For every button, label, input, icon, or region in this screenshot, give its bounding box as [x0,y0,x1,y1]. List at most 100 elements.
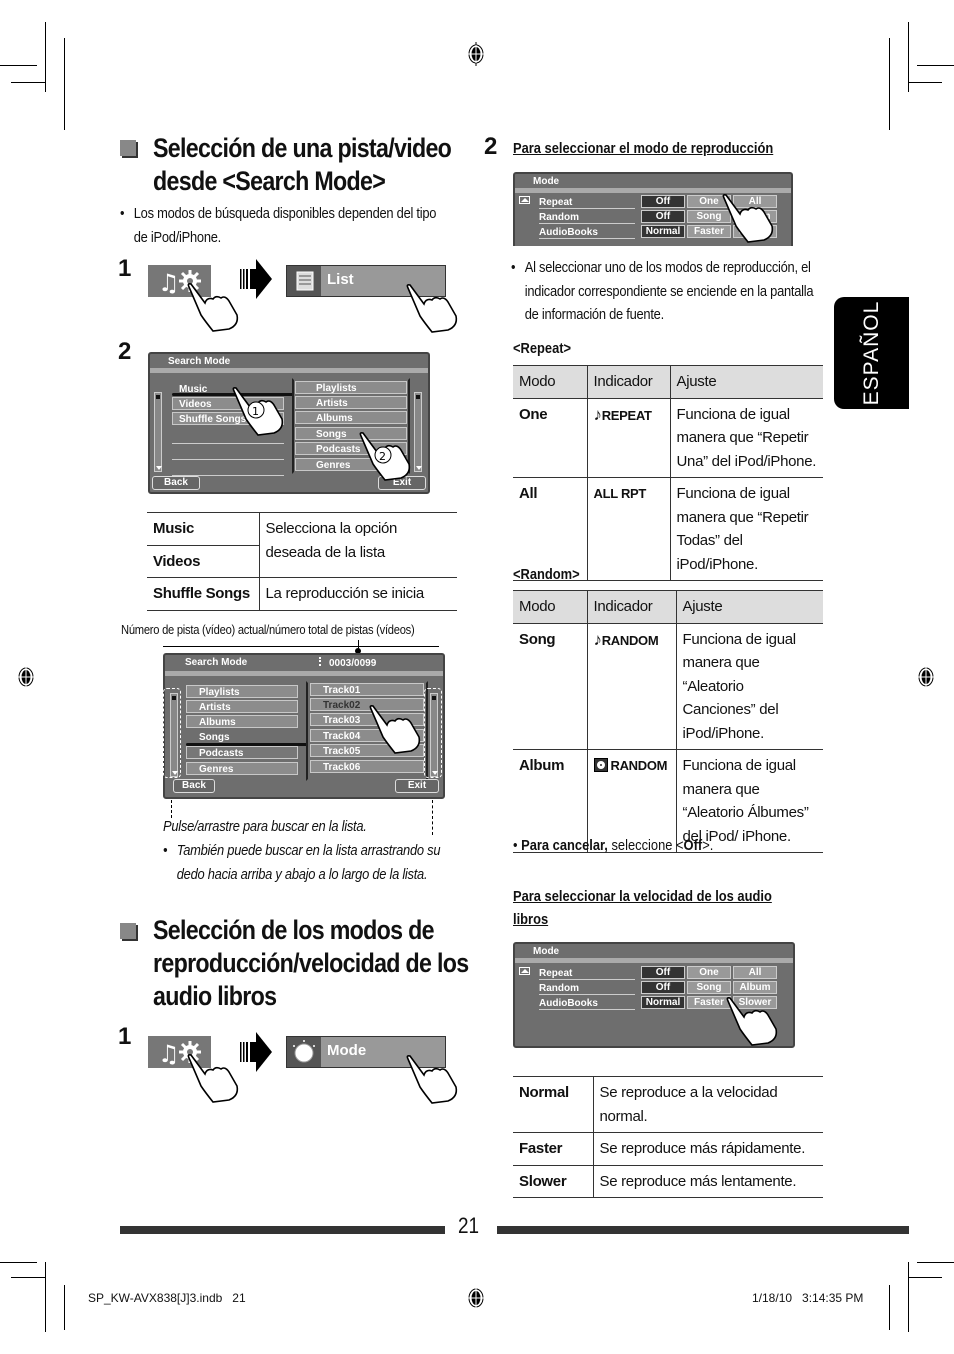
bracket [306,681,428,781]
random-song-option[interactable]: Song [687,210,731,223]
list-item-track06[interactable]: Track06 [310,760,424,773]
list-item-track01[interactable]: Track01 [310,683,424,696]
pointing-hand-icon [369,705,421,754]
track-counter: 0003/0099 [319,657,376,669]
footer-filename: SP_KW-AVX838[J]3.indb 21 [88,1291,246,1305]
mode-button[interactable]: Mode [286,1036,446,1068]
row-label-audiobooks: AudioBooks [539,998,635,1010]
pointing-hand-icon [722,194,774,243]
audiobooks-slower-option[interactable]: Slower [733,996,777,1009]
music-settings-icon: ♫ [158,1040,201,1068]
pointing-hand-icon [406,284,458,333]
footer-timestamp: 1/18/10 3:14:35 PM [752,1291,864,1305]
cancel-note: • Para cancelar, seleccione <Off>. [513,837,714,854]
step-number: 2 [484,133,498,160]
list-item-music[interactable]: Music [179,384,208,395]
list-item-artists[interactable]: Artists [295,396,407,409]
collapse-icon[interactable] [519,196,530,204]
registration-mark-icon [916,665,936,689]
music-note-icon: ♪ [593,629,603,649]
svg-text:♫: ♫ [158,269,180,297]
page-number: 21 [458,1213,480,1238]
list-item-playlists[interactable]: Playlists [295,381,407,394]
pointing-hand-icon [726,997,778,1046]
repeat-off-option[interactable]: Off [641,195,685,208]
step-number: 1 [118,255,132,282]
repeat-all-option[interactable]: All [733,195,777,208]
list-item-empty [172,447,284,460]
disc-icon [593,758,608,772]
svg-text:2: 2 [379,450,386,463]
search-options-table: Music Selecciona la opción deseada de la… [147,512,457,611]
random-album-option[interactable]: Album [733,981,777,994]
registration-mark-icon [466,1286,486,1310]
random-off-option[interactable]: Off [641,210,685,223]
audiobooks-faster-option[interactable]: Faster [687,996,731,1009]
audiobooks-faster-option[interactable]: Faster [687,225,731,238]
registration-mark-icon [466,42,486,66]
subheading-audiobook-speed: Para seleccionar la velocidad de los aud… [513,888,772,928]
scrollbar-right[interactable] [430,693,438,777]
dashed-highlight [424,688,442,778]
list-item-albums[interactable]: Albums [186,715,298,728]
repeat-all-option[interactable]: All [733,966,777,979]
list-item-genres[interactable]: Genres [186,762,298,775]
random-song-option[interactable]: Song [687,981,731,994]
list-item-podcasts[interactable]: Podcasts [186,746,298,759]
list-item-playlists[interactable]: Playlists [186,685,298,698]
collapse-icon[interactable] [519,967,530,975]
pointing-hand-icon: 2 [359,432,411,481]
bullet-note: • Los modos de búsqueda disponibles depe… [120,205,437,246]
list-item-empty [172,463,284,476]
drag-bullet: • También puede buscar en la lista arras… [163,842,441,883]
drag-caption: Pulse/arrastre para buscar en la lista. [163,818,367,835]
random-heading: <Random> [513,566,580,583]
list-item-artists[interactable]: Artists [186,700,298,713]
language-tab: ESPAÑOL [834,297,909,409]
list-button[interactable]: List [286,265,446,297]
random-off-option[interactable]: Off [641,981,685,994]
row-label-repeat: Repeat [539,968,635,980]
section-title: Selección de los modos de reproducción/v… [153,915,469,1011]
back-button[interactable]: Back [152,476,200,490]
search-mode-screen: Search Mode Music Videos Shuffle Songs P… [148,352,430,494]
scrollbar-left[interactable] [154,392,162,472]
page-rule-left [120,1226,445,1234]
repeat-heading: <Repeat> [513,340,572,357]
audiobooks-normal-option[interactable]: Normal [641,996,685,1009]
list-item-songs[interactable]: Songs [199,732,230,743]
list-item-songs[interactable]: Songs [295,427,407,440]
exit-button[interactable]: Exit [395,779,439,793]
scrollbar-right[interactable] [414,392,422,472]
list-item-empty [172,431,284,444]
pointing-hand-icon [406,1055,458,1104]
arrow-right-icon [240,1032,272,1072]
music-settings-button[interactable]: ♫ [148,1036,211,1068]
subheading-playback-mode: Para seleccionar el modo de reproducción [513,140,774,157]
random-table: Modo Indicador Ajuste Song ♪RANDOM Funci… [513,590,823,853]
row-label-audiobooks: AudioBooks [539,227,635,239]
mode-screen: Mode Repeat Random AudioBooks Off One Al… [513,172,793,246]
registration-mark-icon [16,665,36,689]
row-label-repeat: Repeat [539,197,635,209]
list-item-albums[interactable]: Albums [295,411,407,424]
indicator-note: • Al seleccionar uno de los modos de rep… [511,259,814,323]
list-item-track02[interactable]: Track02 [310,698,424,711]
section-marker-icon [120,923,136,939]
page-rule-right [497,1226,909,1234]
scrollbar-left[interactable] [170,693,178,777]
music-note-icon: ♪ [593,404,603,424]
arrow-right-icon [240,259,272,299]
row-label-random: Random [539,212,635,224]
repeat-one-option[interactable]: One [687,966,731,979]
search-mode-track-screen: Search Mode 0003/0099 Playlists Artists … [163,653,445,799]
repeat-off-option[interactable]: Off [641,966,685,979]
music-settings-button[interactable]: ♫ [148,265,211,297]
track-caption: Número de pista (vídeo) actual/número to… [121,622,415,637]
step-number: 1 [118,1023,132,1050]
pointing-hand-icon [187,283,239,332]
repeat-table: Modo Indicador Ajuste One ♪REPEAT Funcio… [513,365,823,581]
audiobooks-normal-option[interactable]: Normal [641,225,685,238]
back-button[interactable]: Back [173,779,215,793]
